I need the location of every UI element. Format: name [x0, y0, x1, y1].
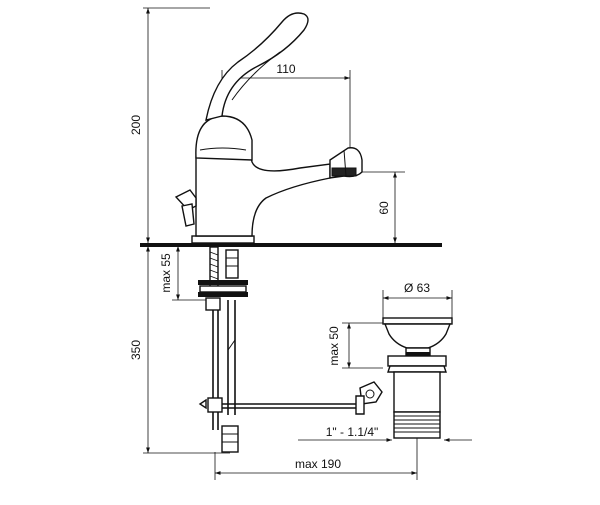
dimension-thread-size: 1" - 1.1/4" — [298, 425, 472, 442]
dimension-spout-height: 60 — [352, 171, 405, 243]
pop-up-rod — [222, 403, 360, 409]
dimension-waste-offset-label: max 190 — [295, 457, 341, 471]
dimension-below-counter: max 55 — [159, 246, 206, 301]
dimension-supply-length: 350 — [129, 246, 230, 454]
dimension-waste-diameter: Ø 63 — [382, 281, 453, 322]
dimension-spout-height-label: 60 — [377, 201, 391, 215]
dimension-spout-reach-label: 110 — [276, 62, 295, 76]
dimension-thread-size-label: 1" - 1.1/4" — [326, 425, 379, 439]
dimension-waste-height: max 50 — [327, 322, 383, 369]
dimension-below-counter-label: max 55 — [159, 253, 173, 293]
dimension-total-height: 200 — [129, 7, 210, 243]
dimension-waste-offset: max 190 — [214, 400, 418, 480]
countertop — [140, 243, 442, 247]
dimension-supply-length-label: 350 — [129, 340, 143, 360]
dimension-waste-diameter-label: Ø 63 — [404, 281, 430, 295]
waste-drain — [355, 317, 453, 439]
dimension-total-height-label: 200 — [129, 115, 143, 135]
faucet — [174, 12, 363, 244]
dimension-waste-height-label: max 50 — [327, 326, 341, 366]
fixing-assembly — [198, 246, 248, 453]
